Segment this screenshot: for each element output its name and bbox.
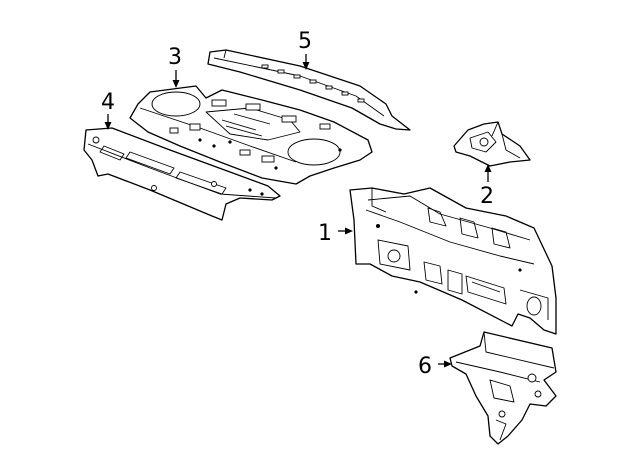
callout-3: 3 <box>168 45 182 70</box>
part-2-bracket <box>453 121 531 167</box>
callout-5: 5 <box>298 29 312 54</box>
callout-leaders <box>104 54 492 368</box>
part-1-rear-body-panel <box>349 187 557 335</box>
callout-2: 2 <box>480 184 494 209</box>
part-6-lower-bracket <box>449 331 557 445</box>
part-3-rear-shelf <box>129 85 373 185</box>
callout-4: 4 <box>101 90 115 115</box>
callout-1: 1 <box>318 221 332 246</box>
callout-6: 6 <box>418 354 432 379</box>
part-5-upper-rail <box>207 49 411 131</box>
part-4-lower-panel <box>83 127 281 221</box>
